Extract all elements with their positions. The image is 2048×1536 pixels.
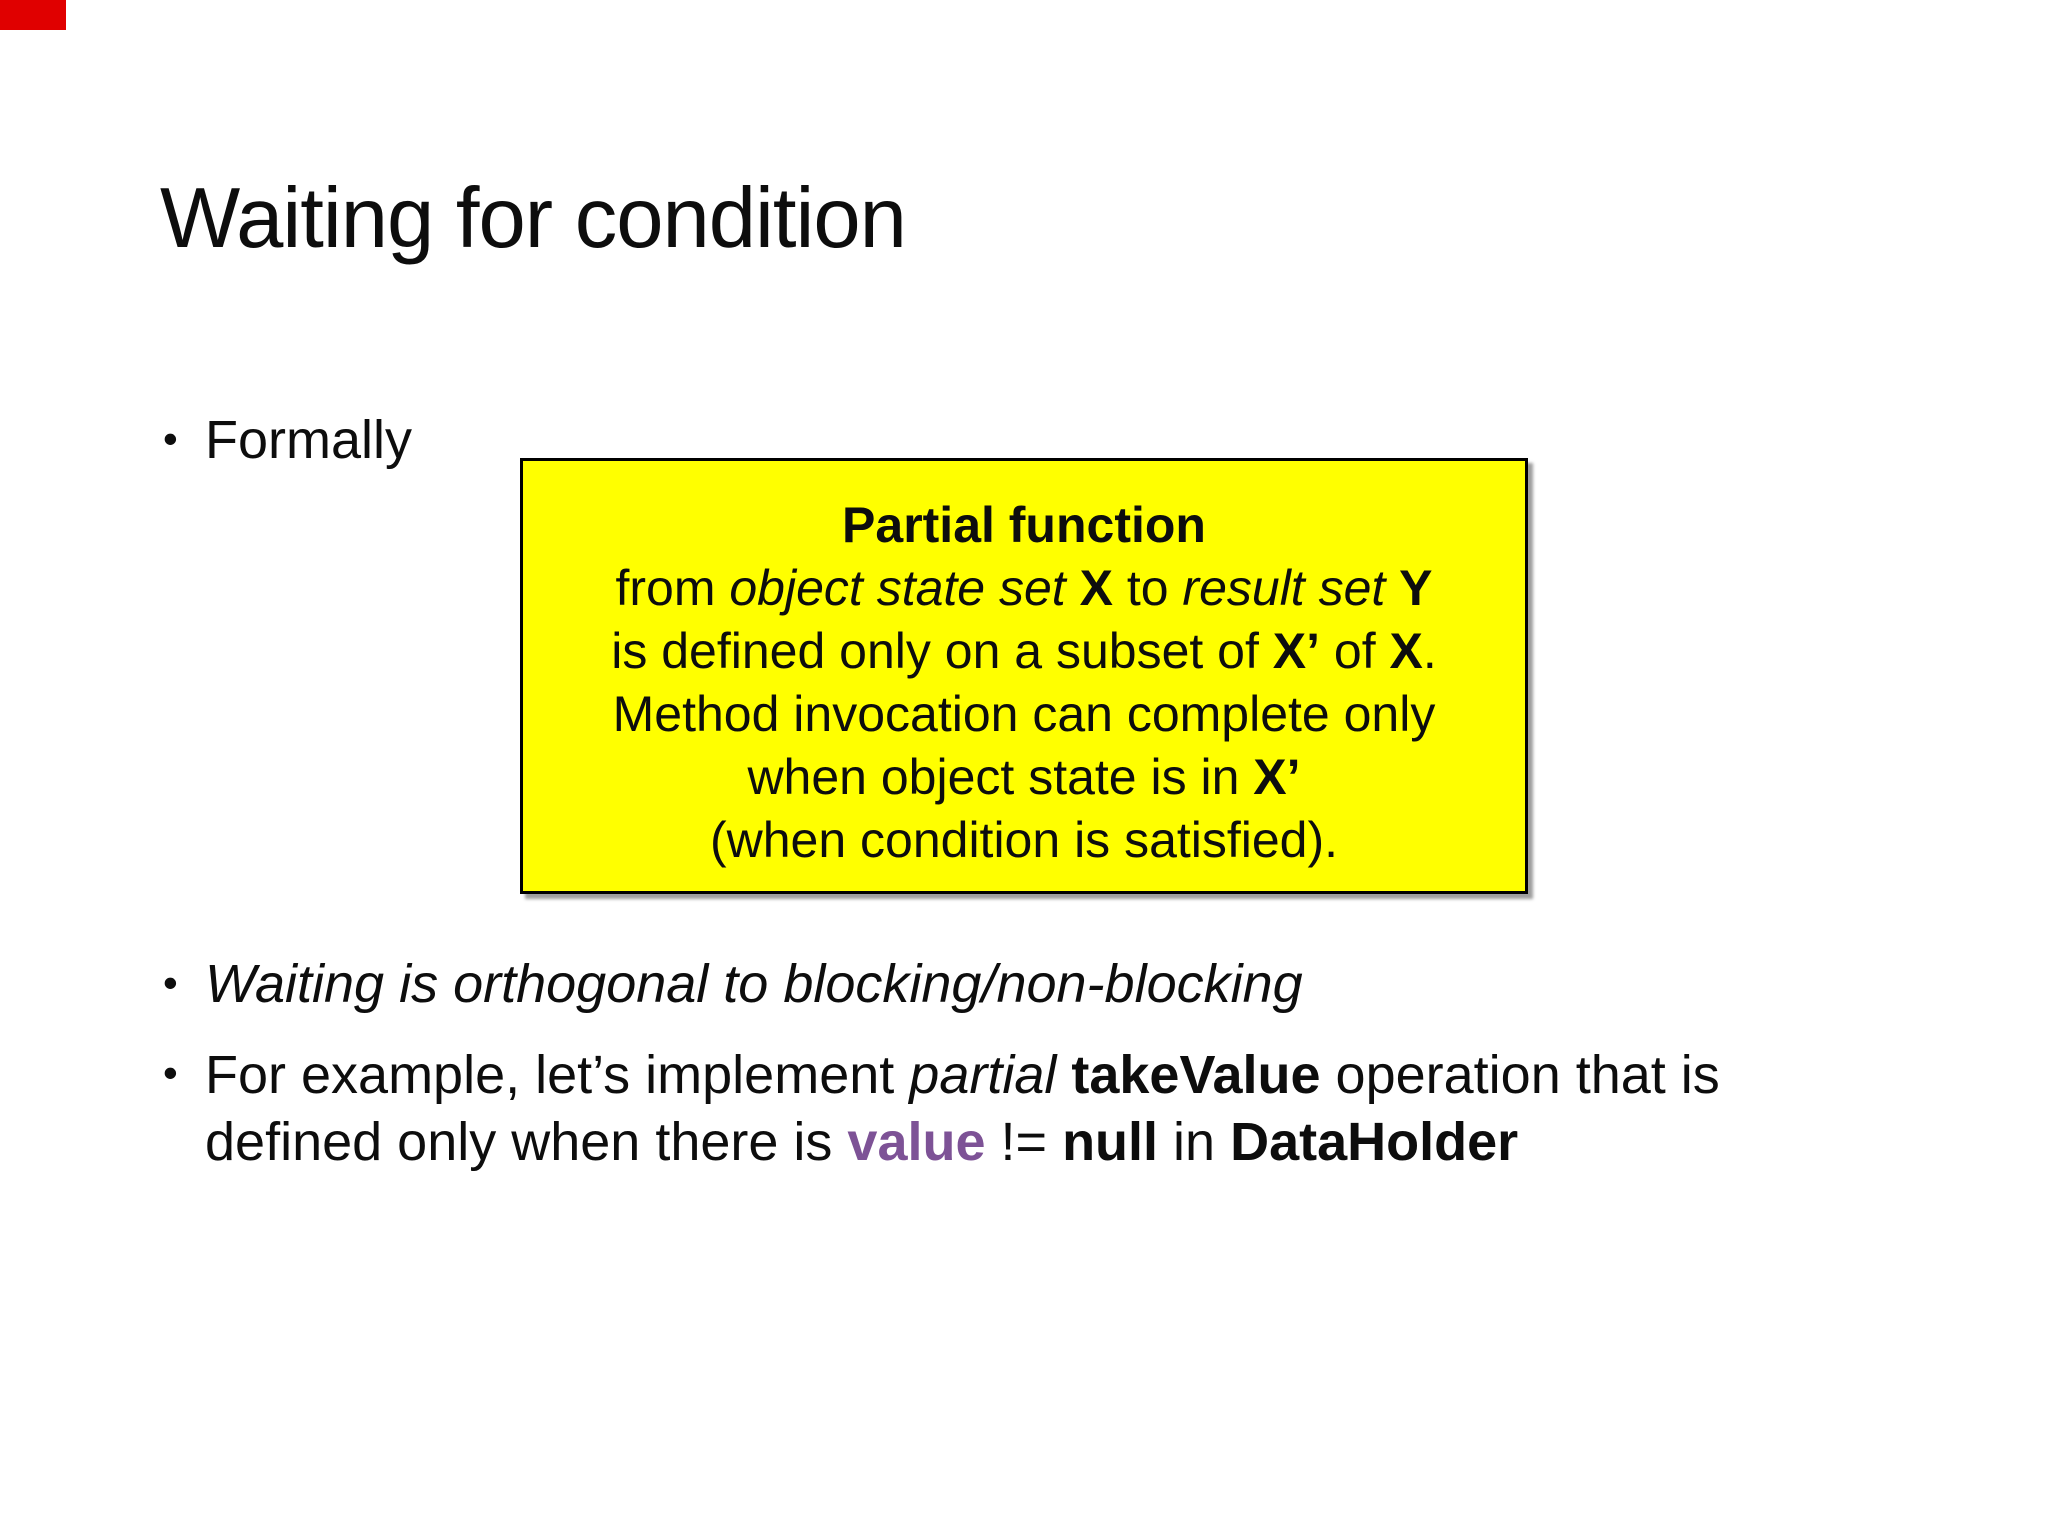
bullet-dot: •	[163, 415, 178, 462]
text-run: in	[1158, 1111, 1231, 1172]
corner-red-marker	[0, 0, 66, 30]
text-run: X	[1079, 560, 1113, 616]
bullet-orthogonal-text: Waiting is orthogonal to blocking/non-bl…	[205, 954, 1303, 1014]
callout-line-4: Method invocation can complete only	[612, 686, 1436, 742]
text-run: null	[1062, 1111, 1159, 1172]
bullet-example-text: For example, let’s implement partial tak…	[205, 1042, 1720, 1176]
slide-title: Waiting for condition	[160, 171, 907, 266]
text-run: X’	[1253, 749, 1301, 805]
text-run: takeValue	[1071, 1045, 1321, 1105]
bullet-orthogonal: • Waiting is orthogonal to blocking/non-…	[163, 952, 1303, 1018]
bullet-example: • For example, let’s implement partial t…	[163, 1042, 1813, 1176]
text-run: defined only when there is	[205, 1111, 848, 1172]
text-run: object state set	[729, 560, 1080, 616]
text-run: Y	[1399, 560, 1433, 616]
text-run: X	[1389, 623, 1423, 679]
example-line-1: For example, let’s implement partial tak…	[205, 1045, 1720, 1105]
text-run: of	[1320, 623, 1390, 679]
bullet-dot: •	[163, 1049, 178, 1096]
bullet-dot: •	[163, 959, 178, 1006]
callout-line-2: from object state set X to result set Y	[523, 557, 1525, 620]
text-run: For example, let’s implement	[205, 1045, 910, 1105]
example-line-2: defined only when there is value != null…	[205, 1112, 1518, 1172]
text-run: to	[1112, 560, 1183, 616]
text-run: when object state is in	[747, 749, 1254, 805]
callout-line-5: when object state is in X’	[523, 746, 1525, 809]
text-run: partial	[909, 1045, 1057, 1105]
text-run	[1056, 1045, 1071, 1105]
text-run: !=	[985, 1111, 1063, 1172]
text-run: X’	[1272, 623, 1321, 679]
text-run: result set	[1182, 560, 1400, 616]
callout-line-6: (when condition is satisfied).	[709, 812, 1339, 868]
text-run: .	[1422, 623, 1437, 679]
bullet-formally-text: Formally	[205, 410, 413, 470]
text-run: from	[615, 560, 730, 616]
callout-line-3: is defined only on a subset of X’ of X.	[523, 620, 1525, 683]
callout-line-1: Partial function	[842, 497, 1206, 553]
text-run: operation that is	[1320, 1045, 1720, 1105]
partial-function-callout: Partial function from object state set X…	[520, 458, 1528, 894]
bullet-formally: • Formally	[163, 408, 412, 474]
text-run: is defined only on a subset of	[611, 623, 1273, 679]
value-keyword: value	[847, 1111, 986, 1172]
text-run: DataHolder	[1230, 1111, 1519, 1172]
